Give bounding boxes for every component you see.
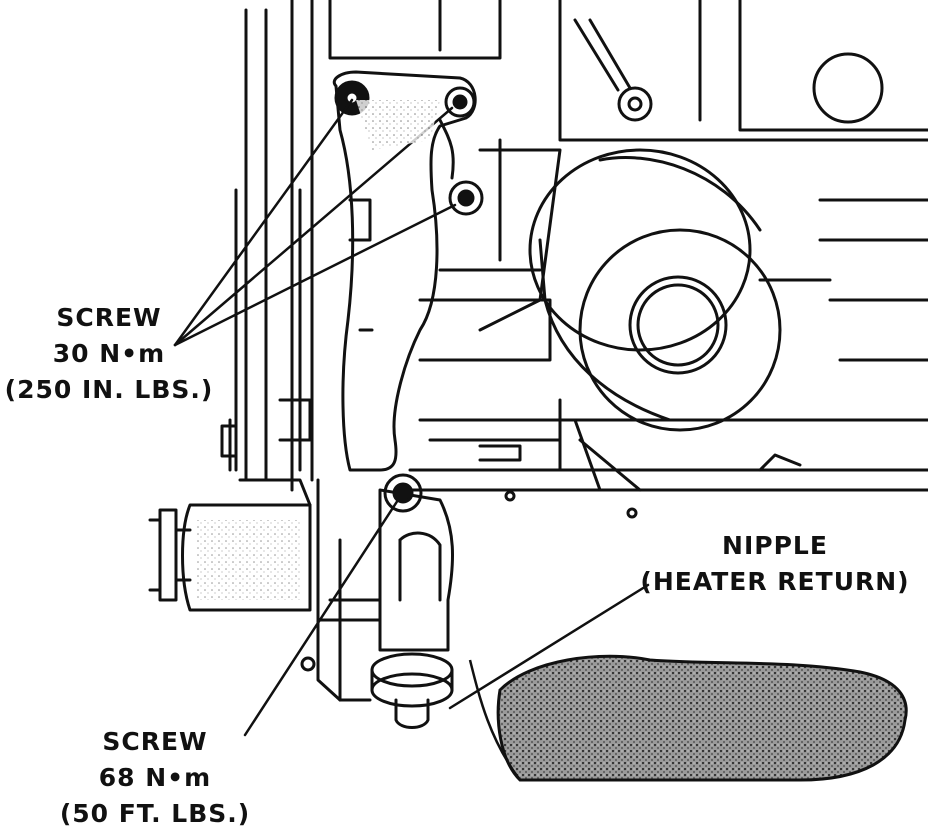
lower-screw-label: SCREW (102, 727, 208, 756)
pulley (528, 148, 782, 432)
leader-lines (173, 98, 650, 737)
upper-screw-callout: SCREW 30 N•m (250 IN. LBS.) (0, 300, 218, 408)
nipple-label: NIPPLE (722, 531, 828, 560)
idler-housing (148, 478, 312, 612)
oil-pan-sump (496, 654, 908, 782)
upper-screw-torque-imperial: (250 IN. LBS.) (4, 375, 214, 404)
lower-screw-torque-imperial: (50 FT. LBS.) (59, 799, 251, 828)
upper-screw-label: SCREW (56, 303, 162, 332)
lower-screw-torque-metric: 68 N•m (98, 763, 212, 792)
screws (334, 80, 484, 513)
nipple-callout: NIPPLE (HEATER RETURN) (640, 528, 910, 600)
nipple-description: (HEATER RETURN) (640, 567, 910, 596)
oil-pan-rail (408, 138, 928, 519)
upper-screw-torque-metric: 30 N•m (52, 339, 166, 368)
engine-block (328, 0, 928, 142)
frame-rails (220, 0, 314, 492)
lower-screw-callout: SCREW 68 N•m (50 FT. LBS.) (50, 724, 260, 832)
bracket-shading (356, 100, 440, 150)
nipple-housing (370, 488, 454, 729)
